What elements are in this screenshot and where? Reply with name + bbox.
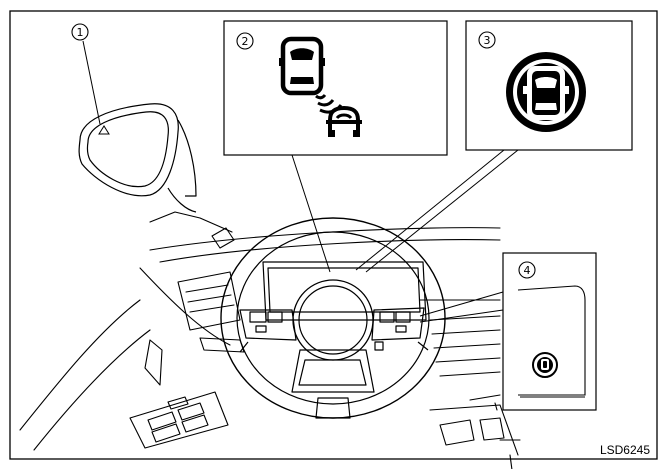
callout-4-number: 4 [524, 264, 531, 277]
callout-2-group: 2 [223, 20, 448, 273]
callout-1-number: 1 [77, 26, 84, 39]
callout-2-circle [236, 32, 254, 50]
switch-panel [517, 285, 586, 396]
callout-1-group: 1 [71, 23, 197, 213]
callout-3-leader-b [365, 149, 519, 273]
figure-code: LSD6245 [600, 443, 650, 457]
callout-1-circle [71, 23, 89, 41]
callout-3-number: 3 [484, 34, 491, 47]
callout-3-circle [478, 31, 496, 49]
dashboard-lineart [19, 211, 521, 469]
callout-4-leader-a [419, 291, 504, 317]
figure-frame [9, 10, 658, 460]
outside-mirror [78, 103, 197, 213]
callout-4-leader-b [419, 309, 504, 323]
callout-2-box [223, 20, 448, 156]
callout-2-leader [291, 154, 331, 273]
callout-3-group: 3 [355, 20, 633, 273]
callout-3-leader-a [355, 149, 505, 271]
blind-spot-indicator-icon [506, 52, 586, 132]
steering-wheel [220, 217, 446, 419]
vehicle-sensor-waves-icon [279, 36, 362, 137]
callout-4-box [502, 252, 597, 411]
meter-display [262, 261, 427, 321]
callout-4-group: 4 [419, 252, 597, 411]
switch-button-icon [532, 352, 558, 378]
callout-1-leader [82, 40, 101, 125]
callout-4-circle [518, 261, 536, 279]
triangle-warning-light-icon [98, 125, 110, 135]
callout-2-number: 2 [242, 35, 249, 48]
